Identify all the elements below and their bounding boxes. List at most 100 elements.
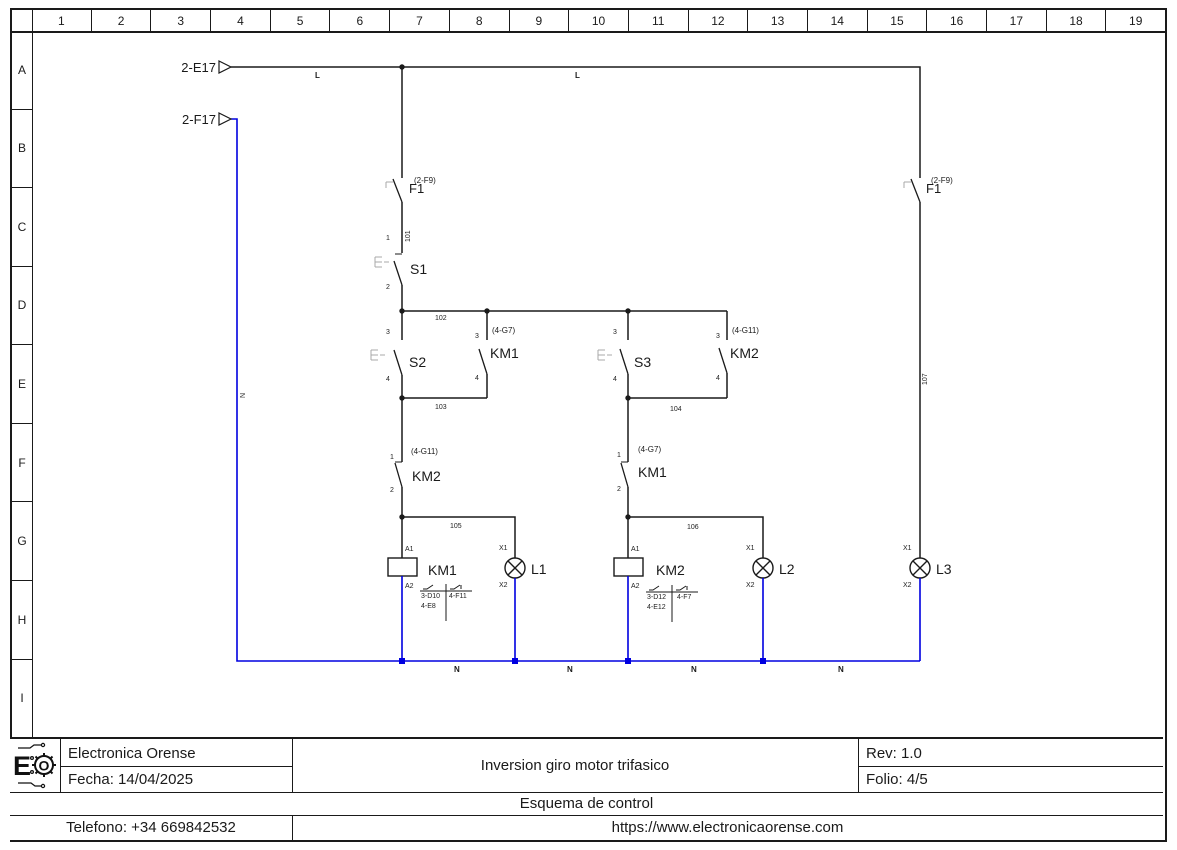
km2-nc-label: KM2 bbox=[412, 468, 441, 484]
column-header: 8 bbox=[448, 10, 509, 31]
km1-coil-terminal-a2: A2 bbox=[405, 583, 414, 590]
neutral-label: N bbox=[454, 665, 460, 674]
column-header: 13 bbox=[747, 10, 807, 31]
phone-number: Telefono: +34 669842532 bbox=[66, 819, 236, 836]
lamp3-terminal-x1: X1 bbox=[903, 545, 912, 552]
column-header: 1 bbox=[58, 13, 65, 28]
km2-coil-xref-3: 4-E12 bbox=[647, 604, 666, 611]
phase-top-wire bbox=[231, 66, 921, 558]
s2-label: S2 bbox=[409, 354, 427, 370]
km1-no-xref: (4-G7) bbox=[492, 326, 516, 335]
km2-coil-xref-1: 3-D12 bbox=[647, 594, 667, 601]
km2-nc-terminal-top: 1 bbox=[390, 454, 394, 461]
km2-coil-xref-2: 4-F7 bbox=[677, 594, 692, 601]
km1-no-label: KM1 bbox=[490, 345, 519, 361]
km2-no-label: KM2 bbox=[730, 345, 759, 361]
lamp1-terminal-x1: X1 bbox=[499, 545, 508, 552]
column-header: 4 bbox=[210, 10, 270, 31]
drawing-date: Fecha: 14/04/2025 bbox=[68, 771, 194, 788]
wire-number-107: 107 bbox=[922, 373, 929, 385]
fuse-left-contact bbox=[392, 178, 403, 203]
company-logo: E O bbox=[13, 742, 56, 789]
s1-label: S1 bbox=[410, 261, 428, 277]
fuse-right-contact bbox=[910, 178, 921, 203]
km2-no-contact bbox=[718, 347, 728, 374]
km1-nc-xref: (4-G7) bbox=[638, 445, 662, 454]
column-header: 18 bbox=[1045, 10, 1106, 31]
lamp1-label: L1 bbox=[531, 561, 547, 577]
column-header: 17 bbox=[986, 10, 1046, 31]
km1-coil-symbol bbox=[387, 557, 418, 577]
lamp3-terminal-x2: X2 bbox=[903, 582, 912, 589]
tb-divider bbox=[858, 739, 859, 792]
row-header: H bbox=[12, 580, 33, 660]
lamp2-label: L2 bbox=[779, 561, 795, 577]
phase-label: L bbox=[575, 71, 580, 80]
lamp3-label: L3 bbox=[936, 561, 952, 577]
column-header: 3 bbox=[150, 10, 210, 31]
neutral-label: N bbox=[567, 665, 573, 674]
lamp2-terminal-x2: X2 bbox=[746, 582, 755, 589]
km1-nc-terminal-bottom: 2 bbox=[617, 486, 621, 493]
fuse-left-label: F1 bbox=[409, 181, 425, 196]
neutral-junction-dots bbox=[399, 658, 766, 664]
km2-coil-terminal-a2: A2 bbox=[631, 583, 640, 590]
km2-nc-terminal-bottom: 2 bbox=[390, 487, 394, 494]
fuse-left-xref: (2-F9) bbox=[414, 176, 436, 185]
km1-nc-label: KM1 bbox=[638, 464, 667, 480]
lamp-l1-cross bbox=[507, 560, 523, 576]
offsheet-ref-neutral: 2-F17 bbox=[182, 112, 216, 127]
km2-nc-xref: (4-G11) bbox=[411, 447, 438, 456]
nc-contact-ticks bbox=[395, 253, 628, 463]
column-header: 7 bbox=[389, 10, 449, 31]
row-header: I bbox=[12, 659, 33, 738]
column-header-strip: 1 2 3 4 5 6 7 8 9 10 11 12 13 14 15 16 1… bbox=[32, 10, 1165, 33]
revision: Rev: 1.0 bbox=[866, 745, 922, 762]
website-url: https://www.electronicaorense.com bbox=[611, 819, 844, 836]
fuse-right-xref: (2-F9) bbox=[931, 176, 953, 185]
lamp1-terminal-x2: X2 bbox=[499, 582, 508, 589]
logo-trace-top bbox=[18, 744, 41, 749]
row-header: F bbox=[12, 423, 33, 503]
tb-divider bbox=[292, 739, 293, 792]
column-header: 9 bbox=[508, 10, 569, 31]
column-header: 6 bbox=[329, 10, 389, 31]
row-header: D bbox=[12, 266, 33, 346]
grid-corner-cell bbox=[12, 10, 33, 33]
km2-coil-xref-table bbox=[646, 585, 698, 622]
tb-divider bbox=[858, 766, 1163, 767]
km1-coil-label: KM1 bbox=[428, 562, 457, 578]
column-header: 14 bbox=[806, 10, 867, 31]
wire-number-105: 105 bbox=[450, 523, 462, 530]
tb-divider bbox=[10, 792, 1163, 793]
folio: Folio: 4/5 bbox=[866, 771, 928, 788]
km1-coil-xref-1: 3-D10 bbox=[421, 593, 441, 600]
s1-terminal-bottom: 2 bbox=[386, 284, 390, 291]
column-header: 11 bbox=[627, 10, 688, 31]
neutral-label: N bbox=[691, 665, 697, 674]
tb-divider bbox=[60, 739, 61, 792]
s3-terminal-bottom: 4 bbox=[613, 376, 617, 383]
drawing-title: Inversion giro motor trifasico bbox=[480, 757, 670, 774]
column-header: 12 bbox=[687, 10, 748, 31]
wire-number-101: 101 bbox=[405, 230, 412, 242]
actuator-icons bbox=[370, 181, 911, 361]
logo-letter-e: E bbox=[13, 751, 31, 781]
junction-dots bbox=[399, 64, 631, 520]
offsheet-arrow-icon bbox=[218, 112, 233, 126]
title-block: E O Electronica Orense Fecha: 14/04/2025… bbox=[10, 737, 1163, 842]
drawing-subtitle: Esquema de control bbox=[519, 795, 654, 812]
neutral-label: N bbox=[838, 665, 844, 674]
km1-no-terminal-bottom: 4 bbox=[475, 375, 479, 382]
offsheet-ref-phase: 2-E17 bbox=[181, 60, 216, 75]
column-header: 16 bbox=[926, 10, 986, 31]
km1-coil-xref-2: 4-F11 bbox=[449, 593, 467, 600]
row-header: A bbox=[12, 31, 33, 110]
s1-contact bbox=[393, 260, 403, 286]
lamp2-terminal-x1: X1 bbox=[746, 545, 755, 552]
lamp-feed-wires bbox=[402, 516, 764, 558]
neutral-wire-label: N bbox=[240, 392, 247, 398]
s1-terminal-top: 1 bbox=[386, 235, 390, 242]
s3-terminal-top: 3 bbox=[613, 329, 617, 336]
